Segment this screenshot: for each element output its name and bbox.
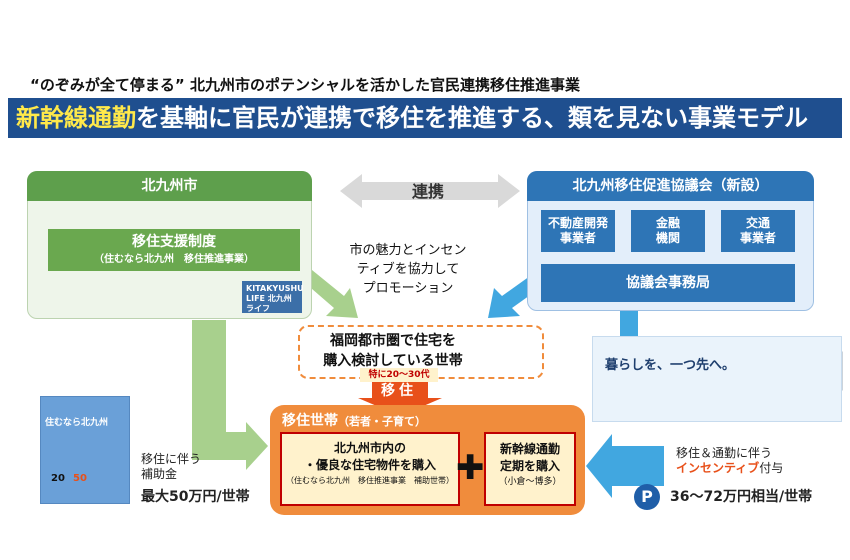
parking-points-icon: P xyxy=(634,484,660,510)
commuter-pass-box: 新幹線通勤 定期を購入 （小倉～博多） xyxy=(484,432,576,506)
link-double-arrow xyxy=(340,174,520,208)
support-program-sub: （住むなら北九州 移住推進事業） xyxy=(94,254,254,265)
leaflet-headline: 住むなら北九州 xyxy=(45,418,109,428)
incentive-highlight: インセンティブ xyxy=(676,461,760,475)
subsidy-amount: 最大50万円/世帯 xyxy=(141,489,250,505)
support-program-box: 移住支援制度 （住むなら北九州 移住推進事業） xyxy=(48,229,300,271)
target-households-box: 福岡都市圏で住宅を 購入検討している世帯 xyxy=(298,325,544,379)
plus-icon: ✚ xyxy=(456,448,485,488)
link-label: 連携 xyxy=(411,182,444,201)
house-purchase-box: 北九州市内の ・優良な住宅物件を購入 （住むなら北九州 移住推進事業 補助世帯） xyxy=(280,432,460,506)
promotion-text: 市の魅力とインセン ティブを協力して プロモーション xyxy=(349,243,467,296)
council-office: 協議会事務局 xyxy=(541,264,795,302)
green-arrow-down xyxy=(192,320,268,470)
leaflet-amount-1: 20 xyxy=(51,473,65,484)
city-header: 北九州市 xyxy=(27,171,312,201)
green-arrow-promo xyxy=(304,270,358,318)
incentive-prefix: 移住＆通勤に伴う xyxy=(676,446,773,460)
title-highlight: 新幹線通勤 xyxy=(16,104,136,132)
program-leaflet-image: 住むなら北九州 20 50 xyxy=(40,396,130,504)
commuter-pass-sub: （小倉～博多） xyxy=(498,477,562,487)
title-rest: を基軸に官民が連携で移住を推進する、類を見ない事業モデル xyxy=(136,104,808,132)
subsidy-label: 移住に伴う 補助金 xyxy=(141,452,202,481)
household-title: 移住世帯（若者・子育て） xyxy=(282,410,426,430)
support-program-title: 移住支援制度 xyxy=(132,234,216,250)
house-purchase-main: 北九州市内の ・優良な住宅物件を購入 xyxy=(303,441,436,472)
incentive-amount: 36～72万円相当/世帯 xyxy=(670,489,813,505)
shinkansen-photo-panel xyxy=(592,336,842,422)
council-member-transport: 交通 事業者 xyxy=(721,210,795,252)
migrate-label: 移住 xyxy=(381,383,417,399)
household-title-sub: （若者・子育て） xyxy=(338,415,426,428)
train-slogan: 暮らしを、一つ先へ。 xyxy=(605,358,736,373)
incentive-label: 移住＆通勤に伴う インセンティブ付与 xyxy=(676,446,783,476)
kitakyushu-life-badge: KITAKYUSHU LIFE 北九州ライフ xyxy=(242,281,304,313)
title-banner: 新幹線通勤を基軸に官民が連携で移住を推進する、類を見ない事業モデル xyxy=(8,98,842,138)
blue-arrow-incentive xyxy=(586,434,664,498)
council-member-developer: 不動産開発 事業者 xyxy=(541,210,615,252)
leaflet-amount-2: 50 xyxy=(73,473,87,484)
council-header: 北九州移住促進協議会（新設） xyxy=(527,171,814,201)
target-age-note: 特に20～30代 xyxy=(360,368,438,382)
commuter-pass-main: 新幹線通勤 定期を購入 xyxy=(499,442,560,473)
page-subtitle: “のぞみが全て停まる” 北九州市のポテンシャルを活かした官民連携移住推進事業 xyxy=(30,76,580,94)
blue-connector xyxy=(620,311,638,337)
incentive-suffix: 付与 xyxy=(759,461,784,475)
household-title-main: 移住世帯 xyxy=(282,413,338,429)
council-member-finance: 金融 機関 xyxy=(631,210,705,252)
house-purchase-sub: （住むなら北九州 移住推進事業 補助世帯） xyxy=(286,476,454,485)
